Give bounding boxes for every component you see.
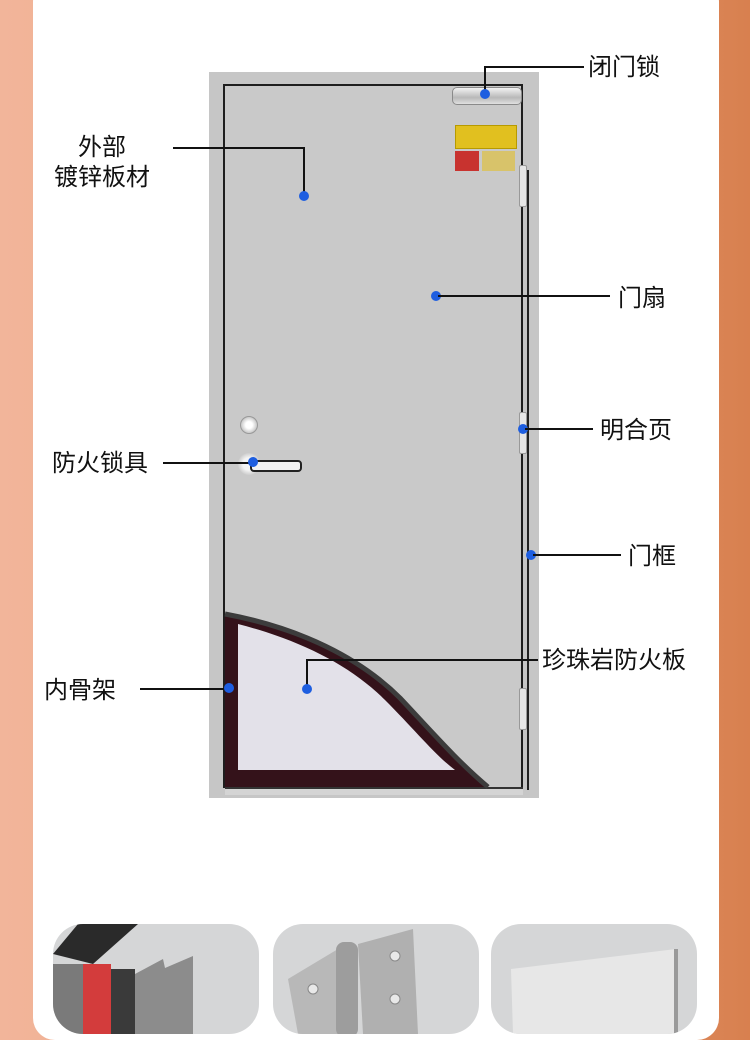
label-lock: 防火锁具 [52, 449, 148, 477]
leader-closer-h [484, 66, 584, 68]
leader-exterior-h [173, 147, 304, 149]
hinge-bottom [519, 688, 527, 730]
hinge-marker-dot [518, 424, 528, 434]
thumbnail-frame-section [53, 924, 259, 1034]
thumbnail-hinge [273, 924, 479, 1034]
leader-perlite-v [306, 659, 308, 687]
fire-cert-badge-red [455, 151, 479, 171]
certification-plate [455, 125, 517, 149]
label-frame: 门框 [628, 542, 676, 570]
closer-marker-dot [480, 89, 490, 99]
label-door-closer: 闭门锁 [588, 53, 660, 81]
label-inner-skeleton: 内骨架 [44, 676, 116, 704]
label-perlite-board: 珍珠岩防火板 [542, 646, 686, 674]
door-leaf-marker-dot [431, 291, 441, 301]
skeleton-marker-dot [224, 683, 234, 693]
leader-hinge [525, 428, 593, 430]
hinge-icon [288, 929, 418, 1034]
leader-closer-v [484, 66, 486, 94]
hinge-top [519, 165, 527, 207]
thumbnail-galvanized-sheet [491, 924, 697, 1034]
leader-exterior-v [303, 147, 305, 193]
leader-perlite-h [306, 659, 538, 661]
leader-skeleton [140, 688, 228, 690]
perlite-marker-dot [302, 684, 312, 694]
lock-cylinder [240, 416, 258, 434]
galvanized-sheet-icon [511, 949, 678, 1034]
fire-cert-badge-gold [482, 151, 515, 171]
cutaway-section [224, 611, 490, 789]
label-exterior-bottom: 镀锌板材 [54, 163, 150, 191]
lock-marker-dot [248, 457, 258, 467]
label-exterior-top: 外部 [78, 133, 126, 161]
frame-marker-dot [526, 550, 536, 560]
door-threshold [225, 787, 523, 795]
label-door-leaf: 门扇 [618, 284, 666, 312]
leader-lock [163, 462, 251, 464]
leader-frame [533, 554, 621, 556]
exterior-marker-dot [299, 191, 309, 201]
frame-edge-line [527, 170, 529, 790]
label-hinge: 明合页 [600, 416, 672, 444]
leader-door-leaf [438, 295, 610, 297]
frame-section-icon [53, 924, 193, 1034]
